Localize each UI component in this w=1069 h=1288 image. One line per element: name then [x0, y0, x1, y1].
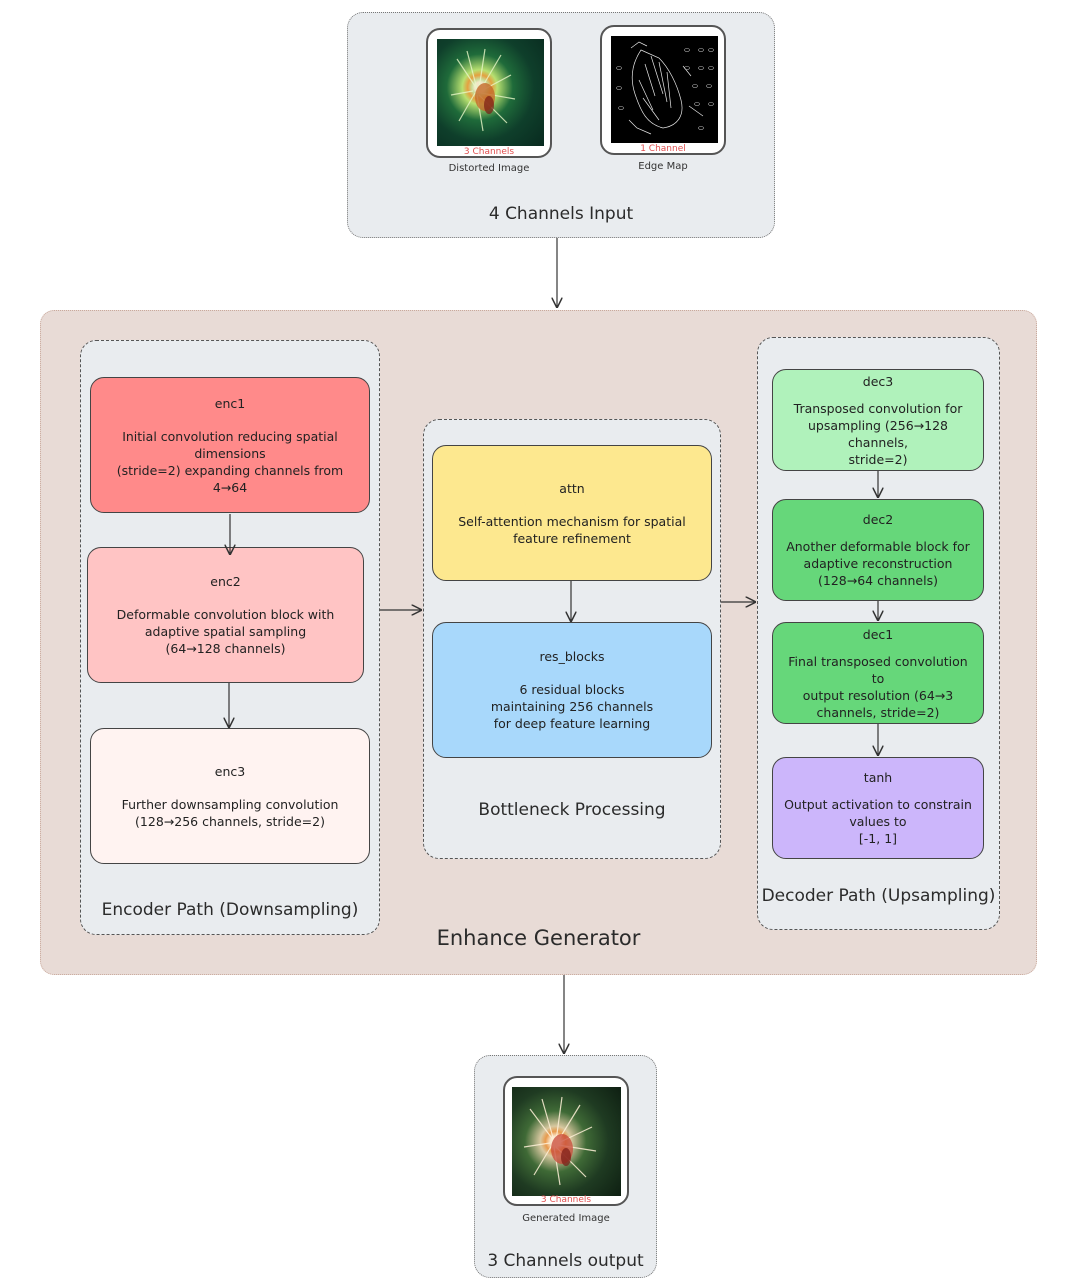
dec3-node: dec3 Transposed convolution for upsampli…: [772, 369, 984, 471]
edge-map-thumbnail: [611, 36, 718, 143]
generated-image-card: 3 Channels: [503, 1076, 629, 1206]
input-panel-title: 4 Channels Input: [488, 204, 634, 224]
attn-node: attn Self-attention mechanism for spatia…: [432, 445, 712, 581]
generator-title: Enhance Generator: [436, 926, 641, 950]
attn-name: attn: [559, 480, 585, 496]
tanh-desc: Output activation to constrain values to…: [784, 797, 972, 846]
tanh-node: tanh Output activation to constrain valu…: [772, 757, 984, 859]
dec2-name: dec2: [862, 512, 894, 527]
dec3-desc: Transposed convolution for upsampling (2…: [793, 400, 963, 467]
enc1-name: enc1: [214, 395, 246, 411]
output-panel: 3 Channels Generated Image 3 Channels ou…: [474, 1055, 657, 1278]
generated-image-thumbnail: [512, 1087, 621, 1196]
enc1-desc: Initial convolution reducing spatial dim…: [116, 428, 344, 495]
dec2-desc: Another deformable block for adaptive re…: [786, 539, 970, 588]
distorted-channel-label: 3 Channels: [463, 147, 515, 157]
res-blocks-desc: 6 residual blocks maintaining 256 channe…: [490, 682, 654, 731]
distorted-image-card: 3 Channels: [426, 28, 552, 158]
output-panel-title: 3 Channels output: [487, 1251, 644, 1271]
edge-map-art: [616, 41, 714, 135]
dec1-node: dec1 Final transposed convolution to out…: [772, 622, 984, 724]
res-blocks-name: res_blocks: [539, 649, 605, 664]
dec1-desc: Final transposed convolution to output r…: [788, 653, 968, 720]
enc2-node: enc2 Deformable convolution block with a…: [87, 547, 364, 683]
res-blocks-node: res_blocks 6 residual blocks maintaining…: [432, 622, 712, 758]
generated-image-art: [523, 1096, 597, 1186]
generated-image-caption: Generated Image: [522, 1213, 610, 1224]
decoder-group-title: Decoder Path (Upsampling): [761, 886, 996, 906]
enc1-node: enc1 Initial convolution reducing spatia…: [90, 377, 370, 513]
enc3-node: enc3 Further downsampling convolution (1…: [90, 728, 370, 864]
bottleneck-group-title: Bottleneck Processing: [478, 800, 666, 820]
input-panel: 3 Channels Distorted Image 1: [347, 12, 775, 238]
dec3-name: dec3: [862, 373, 894, 389]
edge-channel-label: 1 Channel: [640, 144, 686, 154]
edge-map-caption: Edge Map: [638, 161, 688, 172]
distorted-image-caption: Distorted Image: [448, 163, 530, 174]
dec1-name: dec1: [862, 626, 894, 642]
enc3-name: enc3: [214, 763, 246, 779]
tanh-name: tanh: [863, 770, 893, 785]
edge-map-card: 1 Channel: [600, 25, 726, 155]
encoder-group-title: Encoder Path (Downsampling): [101, 900, 359, 920]
distorted-image-thumbnail: [437, 39, 544, 146]
generated-channel-label: 3 Channels: [540, 1195, 592, 1205]
enc2-desc: Deformable convolution block with adapti…: [116, 607, 335, 656]
enc3-desc: Further downsampling convolution (128→25…: [121, 796, 339, 829]
distorted-image-art: [450, 48, 516, 132]
dec2-node: dec2 Another deformable block for adapti…: [772, 499, 984, 601]
enc2-name: enc2: [210, 574, 241, 589]
attn-desc: Self-attention mechanism for spatial fea…: [458, 513, 686, 546]
